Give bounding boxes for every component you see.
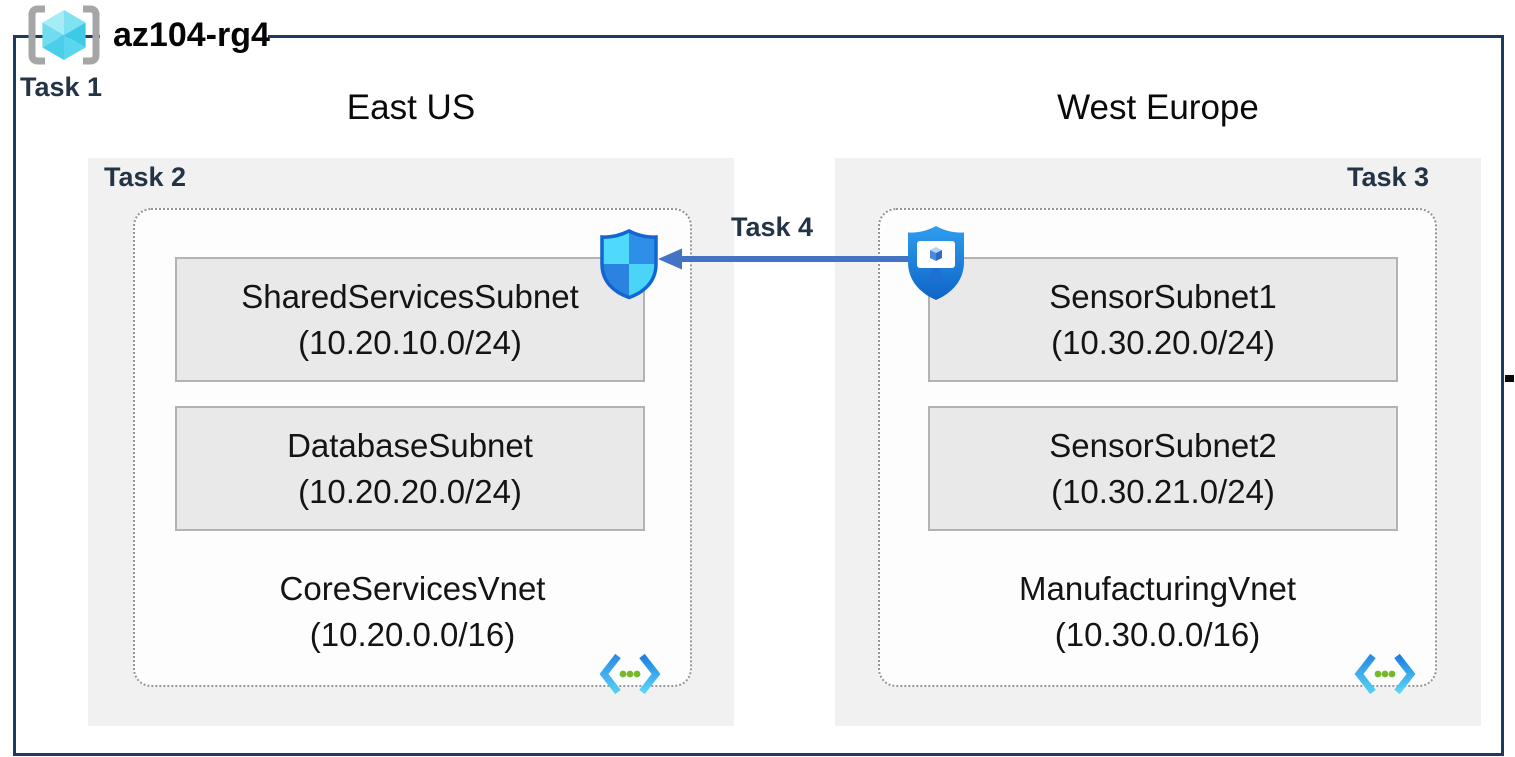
- vnet-cidr: (10.20.0.0/16): [309, 616, 516, 653]
- subnet-cidr: (10.20.20.0/24): [298, 472, 522, 510]
- region-title-west-europe: West Europe: [1057, 88, 1259, 127]
- task-1-label: Task 1: [20, 72, 103, 102]
- network-security-group-shield-icon: [600, 229, 658, 300]
- region-title-east-us: East US: [346, 88, 476, 127]
- vnet-name: ManufacturingVnet: [1018, 570, 1296, 607]
- task-4-label: Task 4: [731, 212, 814, 242]
- subnet-database: DatabaseSubnet (10.20.20.0/24): [175, 406, 645, 531]
- edge-tick-mark: [1505, 375, 1514, 382]
- task-3-label: Task 3: [1347, 162, 1430, 192]
- shield-monitor-icon: [908, 226, 964, 300]
- subnet-name: SensorSubnet2: [1049, 426, 1277, 464]
- title-mask: [100, 18, 268, 58]
- subnet-sharedservices: SharedServicesSubnet (10.20.10.0/24): [175, 257, 645, 382]
- task-2-label: Task 2: [104, 162, 187, 192]
- subnet-name: SensorSubnet1: [1049, 277, 1277, 315]
- vnet-label-manufacturing: ManufacturingVnet (10.30.0.0/16): [878, 566, 1437, 658]
- peering-arrow: [658, 248, 912, 270]
- subnet-cidr: (10.20.10.0/24): [298, 323, 522, 361]
- subnet-name: SharedServicesSubnet: [241, 277, 579, 315]
- vnet-label-coreservices: CoreServicesVnet (10.20.0.0/16): [133, 566, 692, 658]
- resource-group-icon: [28, 5, 100, 65]
- subnet-cidr: (10.30.20.0/24): [1051, 323, 1275, 361]
- subnet-cidr: (10.30.21.0/24): [1051, 472, 1275, 510]
- vnet-name: CoreServicesVnet: [279, 570, 546, 607]
- vnet-cidr: (10.30.0.0/16): [1054, 616, 1261, 653]
- virtual-network-icon: [1354, 653, 1416, 695]
- resource-group-title: az104-rg4: [113, 16, 270, 54]
- subnet-sensor1: SensorSubnet1 (10.30.20.0/24): [928, 257, 1398, 382]
- subnet-name: DatabaseSubnet: [287, 426, 533, 464]
- virtual-network-icon: [599, 653, 661, 695]
- subnet-sensor2: SensorSubnet2 (10.30.21.0/24): [928, 406, 1398, 531]
- resource-group-boundary: [13, 35, 1504, 756]
